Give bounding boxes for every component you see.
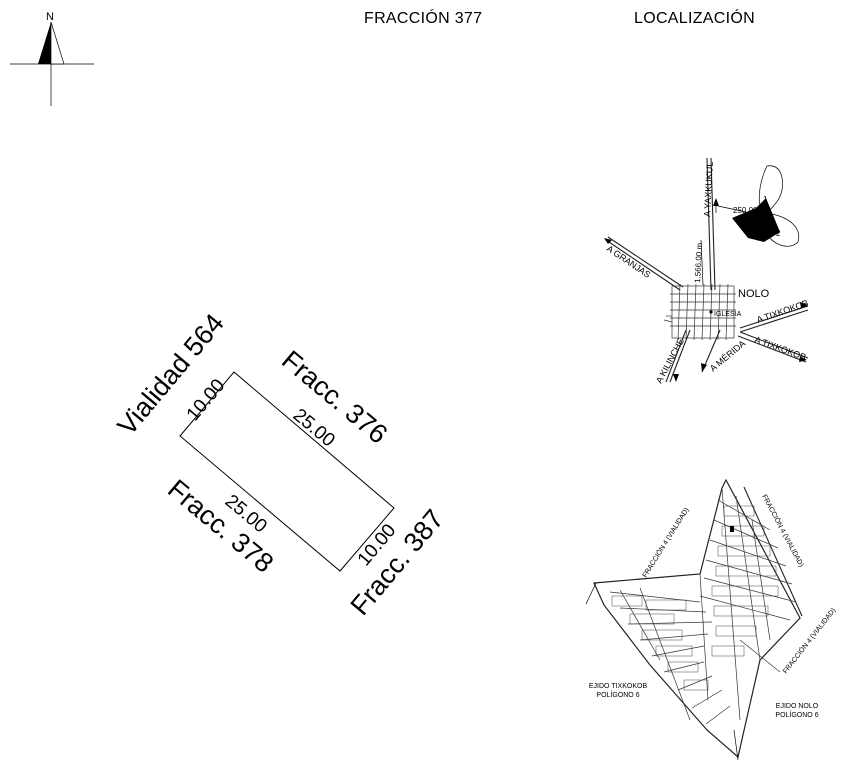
distance-1566-label: 1,566.00 m [693,242,704,283]
location-map: A YAXKUKUL 250.00 m 1,566.00 m 1 2 A GRA… [604,157,810,385]
ejido-tixkokob-label: EJIDO TIXKOKOB [589,683,648,690]
lot-left-dimension: 10.00 [183,375,230,425]
distance-250-label: 250.00 m [733,206,767,215]
plan-title: FRACCIÓN 377 [364,10,483,27]
north-arrow-icon: N [10,11,94,106]
ejido-nolo-label: EJIDO NOLO [776,703,819,710]
road-nw-label: FRACCIÓN 4 (VIALIDAD) [640,506,691,579]
to-tixkokob-upper-label: A TIXKOKOB [755,298,809,325]
polygon-2-label: 2 [776,229,781,238]
to-tixkokob-lower-label: A TIXKOKOB [753,334,807,362]
location-title: LOCALIZACIÓN [634,10,755,27]
north-label: N [46,11,54,23]
to-yaxkukul-label: A YAXKUKUL [702,161,715,217]
ejido-tixkokob-polygon-label: POLÍGONO 6 [596,690,639,699]
polygon-1-label: 1 [763,195,768,204]
town-label: NOLO [738,288,770,300]
church-label: IGLESIA [714,311,742,318]
subdivision-map: FRACCIÓN 4 (VIALIDAD) FRACCIÓN 4 (VIALID… [585,478,837,761]
lot-left-name: Vialidad 564 [112,308,230,441]
ejido-nolo-polygon-label: POLÍGONO 6 [775,710,818,719]
road-e-label: FRACCIÓN 4 (VIALIDAD) [780,606,837,675]
to-kilinche-label: A KILINCHE [654,337,686,385]
lot-outline [179,371,395,572]
